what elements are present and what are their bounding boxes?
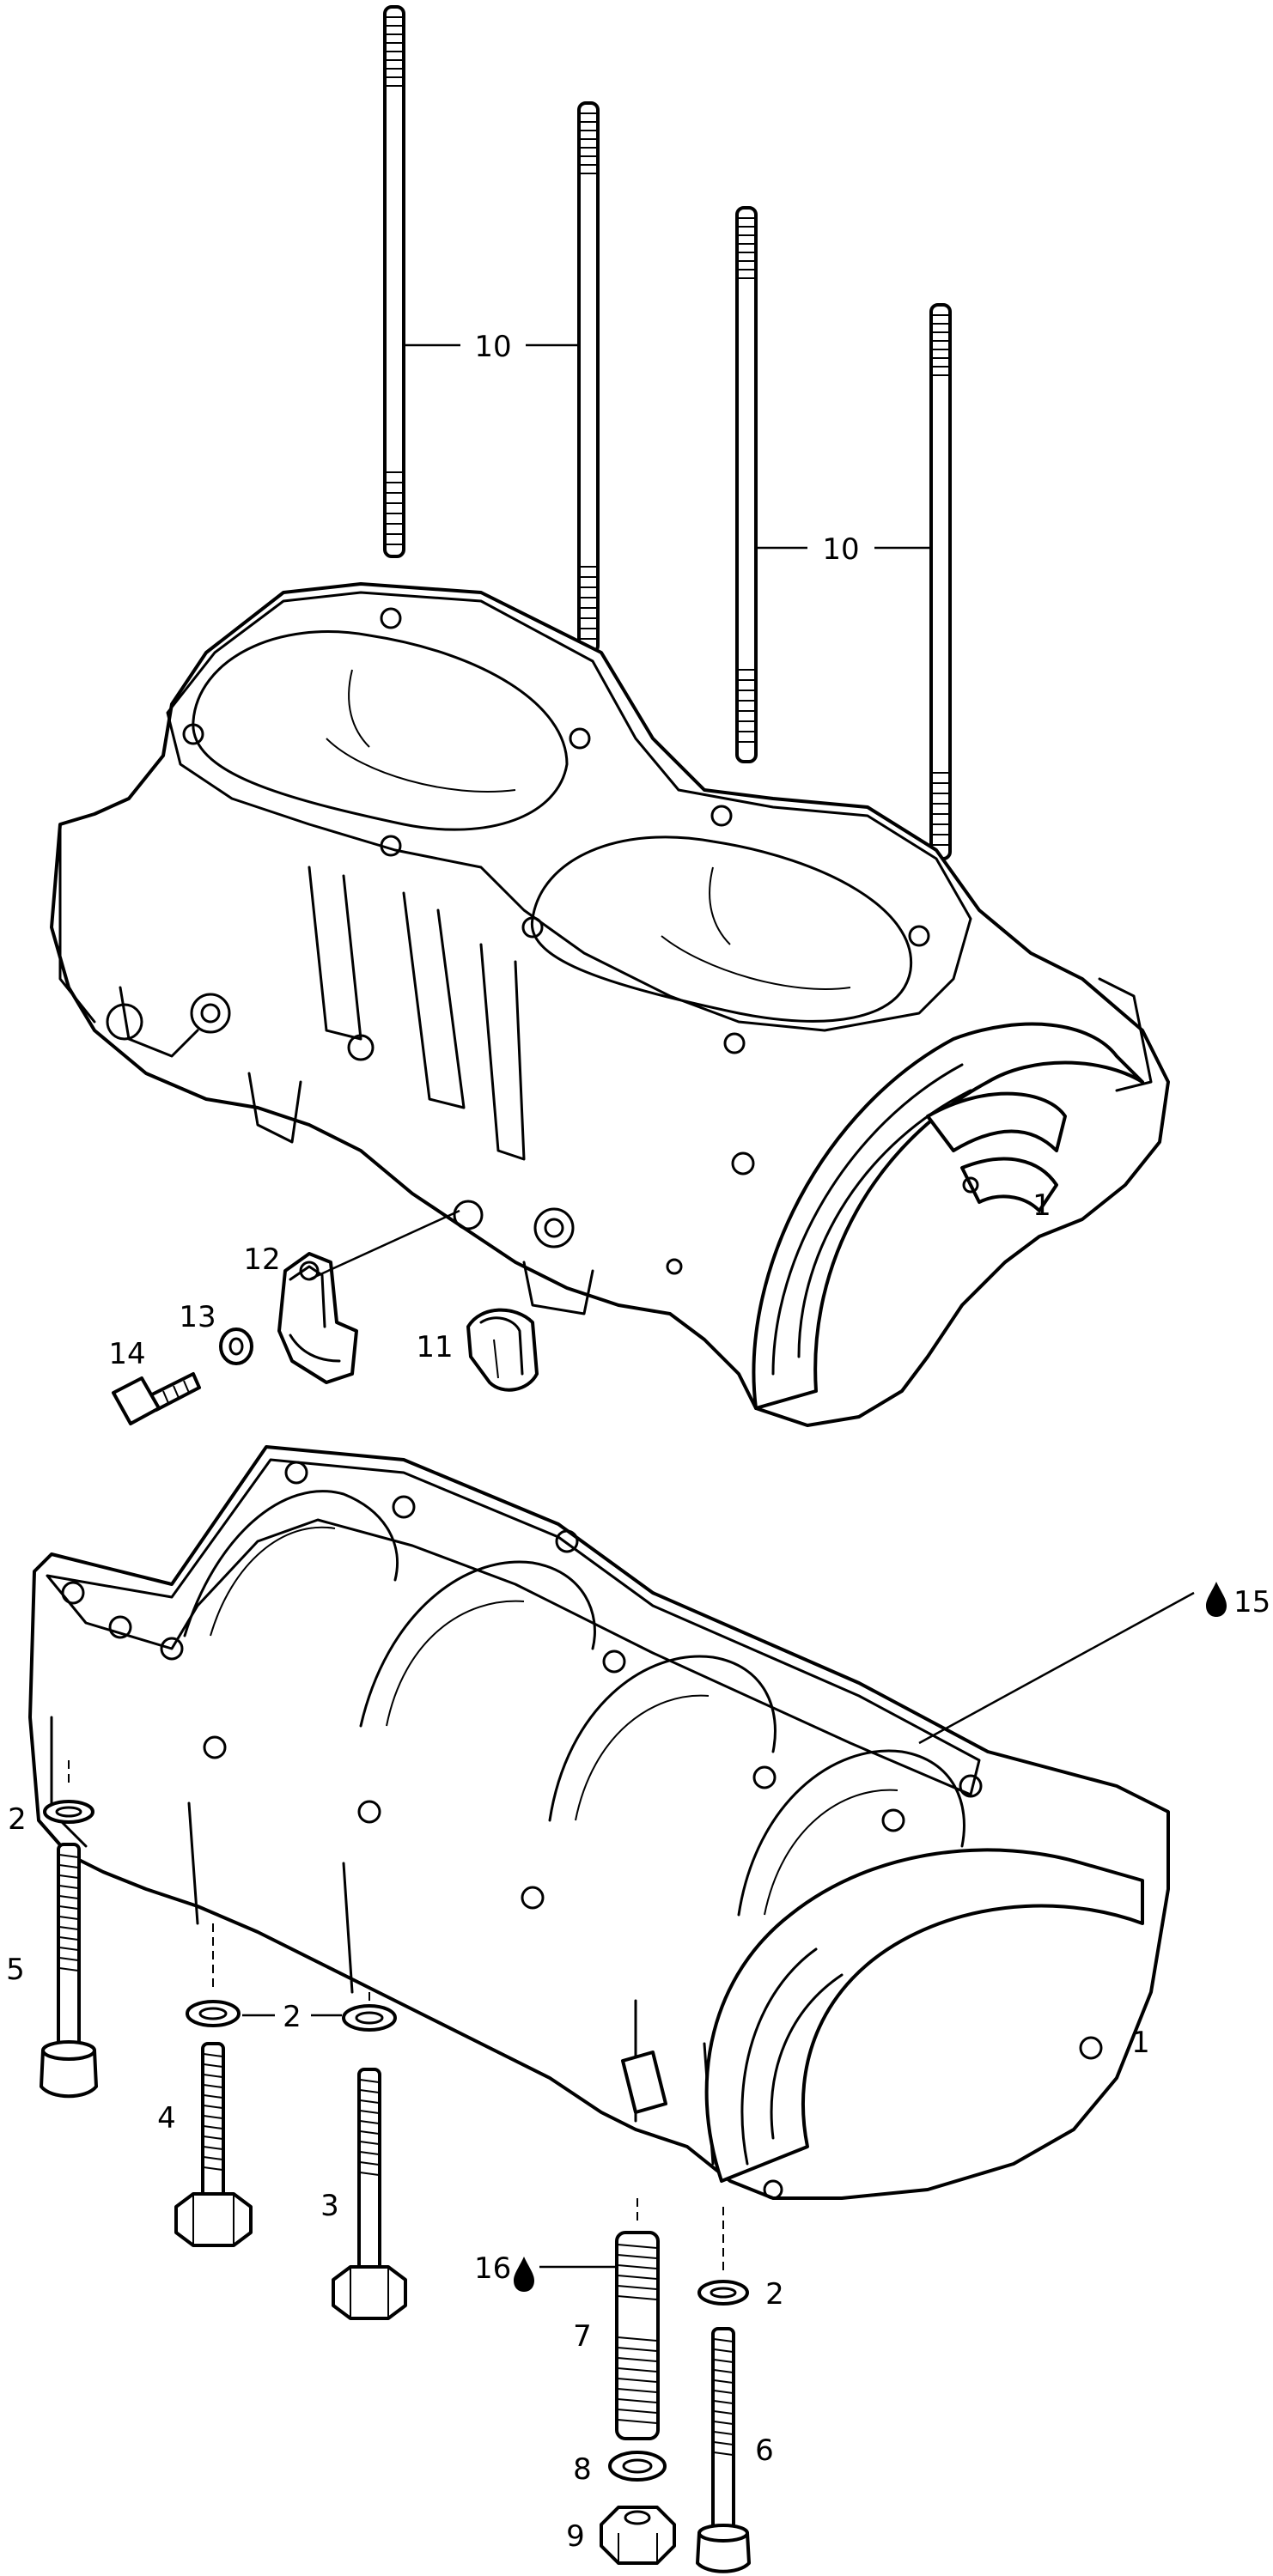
stud-10-c bbox=[735, 206, 758, 763]
callout-2-right: 2 bbox=[765, 2277, 784, 2312]
clip-12 bbox=[277, 1252, 358, 1384]
bolt-4 bbox=[174, 2042, 253, 2247]
washer-2-middle-b bbox=[342, 2004, 397, 2032]
callout-16: 16 bbox=[474, 2251, 511, 2286]
callout-3: 3 bbox=[320, 2189, 339, 2223]
callout-1-lower: 1 bbox=[1131, 2026, 1150, 2060]
stud-10-d bbox=[929, 303, 952, 860]
callout-2-left: 2 bbox=[8, 1802, 27, 1837]
bolt-14 bbox=[112, 1372, 201, 1425]
washer-13 bbox=[219, 1327, 253, 1365]
callout-7: 7 bbox=[573, 2319, 592, 2354]
bolt-5 bbox=[40, 1843, 98, 2099]
washer-2-middle-a bbox=[186, 2000, 241, 2027]
lock-washer-8 bbox=[608, 2451, 667, 2482]
callout-4: 4 bbox=[157, 2101, 176, 2136]
callout-1-upper: 1 bbox=[1032, 1188, 1051, 1223]
callout-10-left: 10 bbox=[474, 330, 511, 364]
callout-15: 15 bbox=[1233, 1585, 1270, 1619]
callout-12: 12 bbox=[243, 1242, 280, 1277]
leader-15 bbox=[918, 1591, 1195, 1745]
washer-2-right bbox=[697, 2280, 749, 2306]
callout-14: 14 bbox=[108, 1337, 145, 1371]
stud-10-a bbox=[383, 5, 405, 558]
callout-5: 5 bbox=[6, 1953, 25, 1987]
callout-2-middle: 2 bbox=[283, 2000, 302, 2034]
oil-drop-icon bbox=[1206, 1582, 1227, 1617]
leader-12 bbox=[308, 1209, 460, 1281]
callout-6: 6 bbox=[755, 2433, 774, 2468]
callout-8: 8 bbox=[573, 2452, 592, 2487]
bolt-3 bbox=[332, 2068, 407, 2320]
callout-13: 13 bbox=[179, 1300, 216, 1334]
nut-9 bbox=[600, 2506, 676, 2565]
bolt-6 bbox=[696, 2327, 751, 2573]
callout-10-right: 10 bbox=[822, 532, 859, 567]
oil-drop-icon bbox=[514, 2257, 534, 2292]
callout-11: 11 bbox=[416, 1330, 453, 1364]
callout-9: 9 bbox=[566, 2519, 585, 2554]
lower-crankcase bbox=[28, 1445, 1170, 2200]
stud-7 bbox=[615, 2231, 660, 2440]
washer-2-left bbox=[43, 1800, 94, 1824]
seal-11 bbox=[466, 1308, 539, 1392]
stud-10-b bbox=[577, 101, 600, 654]
upper-crankcase bbox=[50, 582, 1170, 1427]
